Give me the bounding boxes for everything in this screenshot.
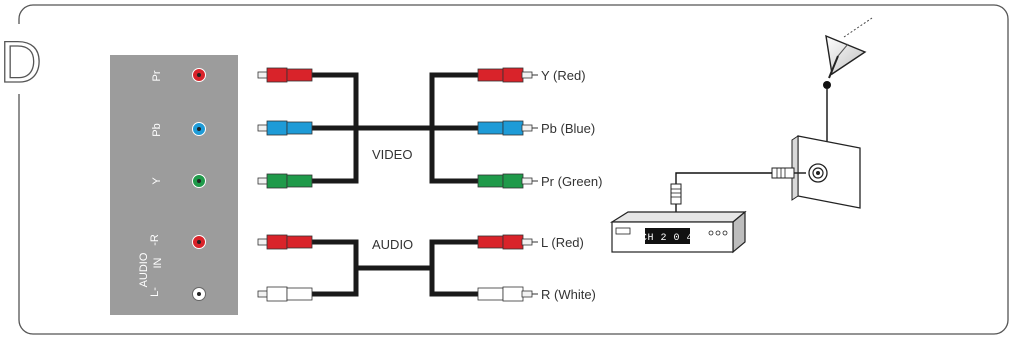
audio-label-line1: AUDIO <box>138 252 150 287</box>
jack-pr-pin <box>197 73 201 77</box>
output-label-pb-blue: Pb (Blue) <box>541 121 595 136</box>
plug-right-pr-green <box>477 173 538 189</box>
panel-audio-label: AUDIO IN -R L- <box>138 234 164 297</box>
plug-left-y <box>257 173 313 189</box>
satellite-dish-icon <box>823 17 873 89</box>
audio-cable-bundle <box>312 239 478 297</box>
plug-left-pb <box>257 120 313 136</box>
video-cable-bundle <box>312 72 478 184</box>
settop-display <box>645 228 690 244</box>
audio-label: AUDIO <box>372 237 413 252</box>
frame-border <box>18 4 1009 335</box>
panel-jack-pr: Pr <box>151 68 206 82</box>
audio-r-mark: -R <box>149 234 161 246</box>
jack-y-pin <box>197 179 201 183</box>
audio-cable-right-trunk <box>429 239 478 297</box>
panel-jack-audio-l <box>192 287 206 301</box>
set-top-box: CH 2 0 4 <box>609 210 747 254</box>
settop-display-text: CH 2 0 4 <box>641 233 693 244</box>
panel-label-pr: Pr <box>151 70 163 81</box>
output-label-y-red: Y (Red) <box>541 68 586 83</box>
jack-audio-l-pin <box>197 292 201 296</box>
output-label-l-red: L (Red) <box>541 235 584 250</box>
section-letter: D <box>0 30 42 95</box>
audio-l-mark: L- <box>149 287 161 297</box>
plug-left-audio-l <box>257 286 313 302</box>
panel-label-pb: Pb <box>151 123 163 136</box>
panel-jack-pb: Pb <box>151 122 206 137</box>
tv-panel <box>110 55 238 315</box>
plug-right-l-red <box>477 234 538 250</box>
plug-left-pr <box>257 67 313 83</box>
video-cable-right-trunk <box>429 72 478 184</box>
panel-label-y: Y <box>151 177 163 185</box>
jack-pb-pin <box>197 127 201 131</box>
panel-jack-y: Y <box>151 174 206 188</box>
plug-left-audio-r <box>257 234 313 250</box>
video-label: VIDEO <box>372 147 412 162</box>
wall-outlet-icon <box>791 135 861 209</box>
output-label-r-white: R (White) <box>541 287 596 302</box>
plug-right-r-white <box>477 286 538 302</box>
jack-audio-r-pin <box>197 240 201 244</box>
audio-label-line2: IN <box>152 257 164 268</box>
plug-right-pb-blue <box>477 120 538 136</box>
plug-right-y-red <box>477 67 538 83</box>
panel-jack-audio-r <box>192 235 206 249</box>
output-label-pr-green: Pr (Green) <box>541 174 602 189</box>
letter-mask <box>0 24 46 94</box>
